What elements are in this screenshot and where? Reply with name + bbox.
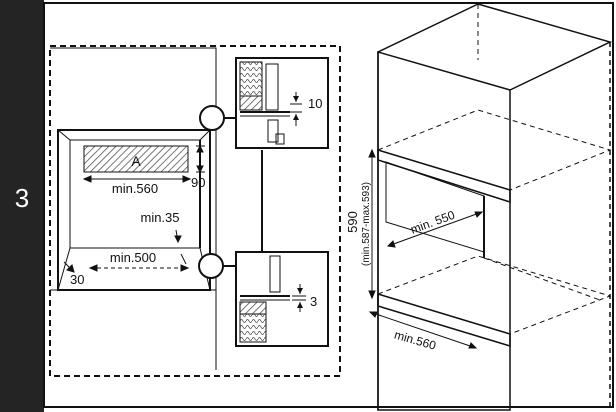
dimension-depth-a bbox=[196, 144, 205, 174]
dimension-depth-gap bbox=[174, 229, 187, 265]
cabinet-height-range: (min.587-max.593) bbox=[361, 182, 372, 266]
cabinet-height-label: 590 bbox=[345, 211, 360, 233]
counter-panel bbox=[50, 47, 217, 370]
detail-box-top bbox=[235, 57, 329, 149]
page-frame bbox=[43, 2, 614, 408]
dashed-detail-frame bbox=[49, 45, 341, 377]
dimension-back-width bbox=[88, 264, 190, 272]
detail-bottom-dimension: 3 bbox=[310, 294, 317, 309]
cabinet-depth-label: min. 550 bbox=[409, 208, 457, 237]
dimension-cabinet-depth bbox=[386, 211, 484, 248]
dimension-cabinet-width bbox=[368, 311, 478, 349]
back-width-label: min.500 bbox=[110, 250, 156, 265]
callout-circle-top bbox=[199, 105, 225, 131]
callout-circle-bottom bbox=[198, 253, 224, 279]
dimension-front-width bbox=[82, 175, 192, 183]
cabinet-drawing bbox=[377, 3, 613, 411]
step-number: 3 bbox=[14, 183, 30, 213]
hatched-area-a bbox=[83, 145, 189, 173]
step-sidebar bbox=[0, 0, 44, 412]
front-width-label: min.560 bbox=[112, 181, 158, 196]
detail-box-bottom bbox=[235, 251, 329, 347]
depth-gap-label: min.35 bbox=[140, 210, 179, 225]
cabinet-width-label: min.560 bbox=[393, 328, 438, 353]
label-a: A bbox=[131, 153, 141, 169]
detail-top-dimension: 10 bbox=[308, 96, 322, 111]
depth-a-label: 90 bbox=[191, 175, 205, 190]
dimension-cabinet-height bbox=[368, 148, 376, 300]
side-depth-label: 30 bbox=[70, 272, 84, 287]
dimension-side-depth bbox=[63, 261, 75, 273]
